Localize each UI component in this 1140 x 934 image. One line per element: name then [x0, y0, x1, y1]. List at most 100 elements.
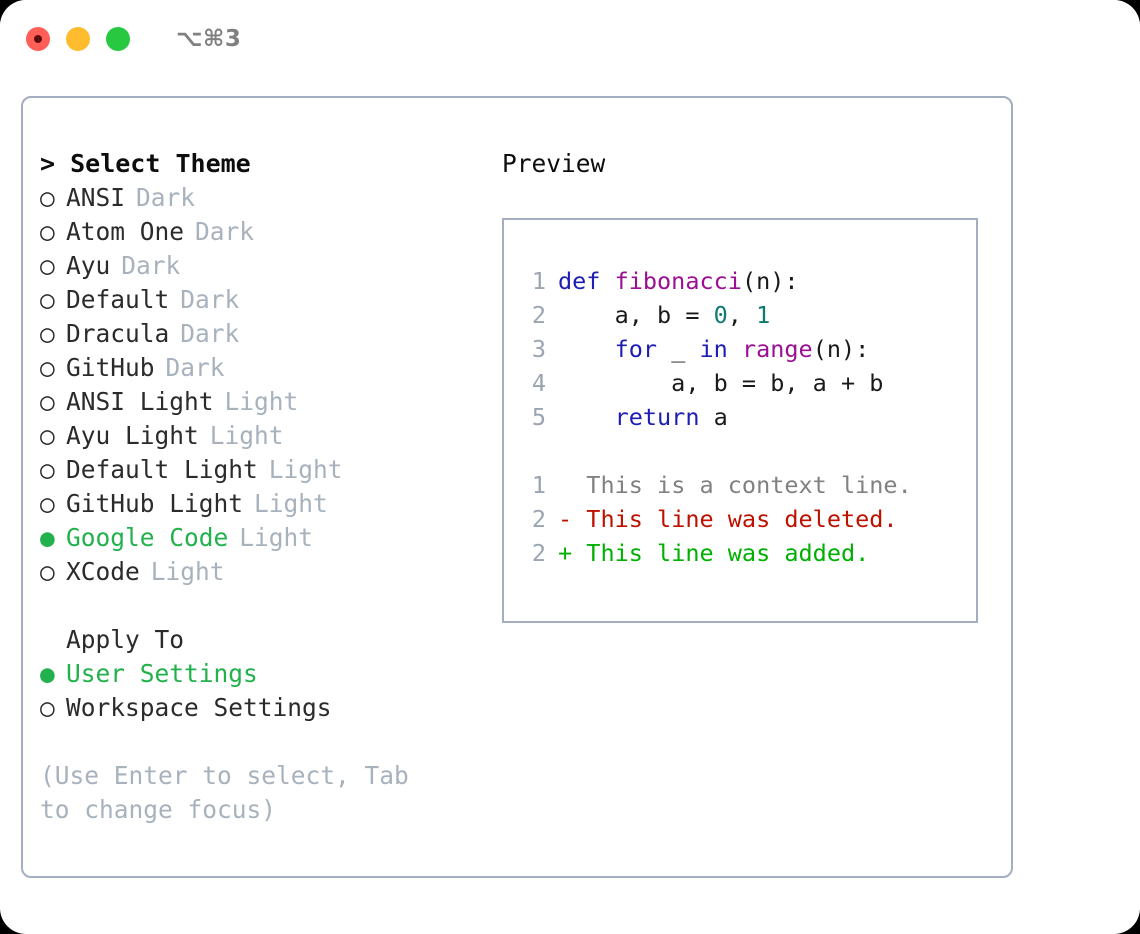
- theme-list-item-github-dark[interactable]: ○ GitHub Dark: [40, 351, 480, 385]
- radio-unselected-icon: ○: [40, 285, 55, 314]
- theme-list-item-google-code-light[interactable]: ● Google Code Light: [40, 521, 480, 555]
- theme-item-label: ANSI Light: [66, 387, 214, 416]
- theme-item-tag: Dark: [180, 285, 240, 314]
- code-line: 5 return a: [520, 400, 970, 434]
- line-number: 1: [531, 267, 546, 295]
- theme-list-item-atom-one-dark[interactable]: ○ Atom One Dark: [40, 215, 480, 249]
- code-token: _: [671, 335, 700, 363]
- theme-list-item-github-light[interactable]: ○ GitHub Light Light: [40, 487, 480, 521]
- theme-list-item-default-dark[interactable]: ○ Default Dark: [40, 283, 480, 317]
- theme-list-item-xcode-light[interactable]: ○ XCode Light: [40, 555, 480, 589]
- preview-separator: [520, 434, 970, 468]
- apply-to-item-workspace-settings[interactable]: ○ Workspace Settings: [40, 691, 480, 725]
- theme-item-tag: Dark: [136, 183, 196, 212]
- apply-to-indent: [40, 623, 66, 657]
- theme-list-item-default-light[interactable]: ○ Default Light Light: [40, 453, 480, 487]
- code-token: [558, 400, 615, 434]
- radio-unselected-icon: ○: [40, 217, 55, 246]
- list-spacer: [40, 589, 480, 623]
- theme-item-label: Ayu: [66, 251, 111, 280]
- diff-text: This line was added.: [572, 539, 870, 567]
- theme-item-tag: Dark: [165, 353, 225, 382]
- theme-item-tag: Dark: [121, 251, 181, 280]
- theme-item-label: GitHub Light: [66, 489, 244, 518]
- theme-list-header: > Select Theme: [40, 147, 480, 181]
- code-token: in: [699, 335, 742, 363]
- maximize-button[interactable]: [106, 27, 130, 51]
- theme-item-label: Dracula: [66, 319, 170, 348]
- theme-item-label: ANSI: [66, 183, 126, 212]
- diff-marker: -: [558, 505, 573, 533]
- radio-selected-icon: ●: [40, 659, 55, 688]
- theme-list-item-dracula-dark[interactable]: ○ Dracula Dark: [40, 317, 480, 351]
- window-controls: [26, 27, 130, 51]
- code-token: def: [558, 267, 615, 295]
- line-number: 2: [531, 505, 546, 533]
- line-number: 1: [531, 471, 546, 499]
- code-token: for: [614, 335, 672, 363]
- title-bar: ⌥⌘3: [0, 0, 1140, 78]
- theme-item-tag: Light: [224, 387, 299, 416]
- theme-list-column: > Select Theme ○ ANSI Dark ○ Atom One Da…: [40, 147, 480, 827]
- minimize-button[interactable]: [66, 27, 90, 51]
- diff-line-context: 1 This is a context line.: [520, 468, 970, 502]
- theme-list-item-ansi-dark[interactable]: ○ ANSI Dark: [40, 181, 480, 215]
- radio-unselected-icon: ○: [40, 183, 55, 212]
- code-token: range: [741, 335, 813, 363]
- diff-line-deleted: 2 - This line was deleted.: [520, 502, 970, 536]
- theme-selector-panel: > Select Theme ○ ANSI Dark ○ Atom One Da…: [21, 96, 1013, 878]
- diff-text: This line was deleted.: [572, 505, 898, 533]
- line-number: 3: [531, 335, 546, 363]
- theme-item-label: XCode: [66, 557, 140, 586]
- close-button[interactable]: [26, 27, 50, 51]
- line-number: 2: [531, 539, 546, 567]
- code-token: 0: [713, 301, 728, 329]
- code-line: 1 def fibonacci (n):: [520, 264, 970, 298]
- theme-item-tag: Dark: [195, 217, 255, 246]
- code-line: 3 for _ in range (n):: [520, 332, 970, 366]
- radio-unselected-icon: ○: [40, 693, 55, 722]
- preview-title: Preview: [502, 149, 606, 178]
- code-token: (n):: [741, 267, 799, 295]
- radio-unselected-icon: ○: [40, 353, 55, 382]
- theme-list-item-ayu-dark[interactable]: ○ Ayu Dark: [40, 249, 480, 283]
- code-token: a, b = b, a + b: [558, 369, 884, 397]
- apply-to-item-user-settings[interactable]: ● User Settings: [40, 657, 480, 691]
- theme-item-tag: Dark: [180, 319, 240, 348]
- theme-item-tag: Light: [209, 421, 284, 450]
- theme-item-tag: Light: [239, 523, 314, 552]
- theme-list-item-ansi-light[interactable]: ○ ANSI Light Light: [40, 385, 480, 419]
- preview-column: Preview 1 def fibonacci (n): 2 a, b: [502, 147, 992, 623]
- theme-item-label: Default: [66, 285, 170, 314]
- theme-list-item-ayu-light[interactable]: ○ Ayu Light Light: [40, 419, 480, 453]
- code-token: a: [713, 403, 728, 431]
- line-number: 4: [531, 369, 546, 397]
- code-token: (n):: [812, 335, 870, 363]
- radio-unselected-icon: ○: [40, 251, 55, 280]
- preview-box: 1 def fibonacci (n): 2 a, b = 0 , 1: [502, 218, 978, 623]
- diff-marker: +: [558, 539, 573, 567]
- radio-unselected-icon: ○: [40, 387, 55, 416]
- radio-selected-icon: ●: [40, 523, 55, 552]
- code-line: 4 a, b = b, a + b: [520, 366, 970, 400]
- radio-unselected-icon: ○: [40, 319, 55, 348]
- theme-item-tag: Light: [254, 489, 328, 518]
- theme-item-label: Default Light: [66, 455, 258, 484]
- code-line: 2 a, b = 0 , 1: [520, 298, 970, 332]
- apply-to-item-label: Workspace Settings: [66, 693, 332, 722]
- code-token: ,: [727, 301, 757, 329]
- apply-to-header: Apply To: [40, 623, 480, 657]
- theme-item-label: GitHub: [66, 353, 155, 382]
- apply-to-title: Apply To: [66, 625, 185, 654]
- theme-item-label: Atom One: [66, 217, 185, 246]
- code-token: return: [614, 403, 714, 431]
- theme-list-title: > Select Theme: [40, 149, 251, 178]
- theme-item-label: Google Code: [66, 523, 229, 552]
- theme-item-tag: Light: [268, 455, 343, 484]
- diff-text: This is a context line.: [572, 471, 912, 499]
- diff-marker: [558, 468, 572, 502]
- line-number: 5: [531, 403, 546, 431]
- radio-unselected-icon: ○: [40, 421, 55, 450]
- code-token: [558, 332, 615, 366]
